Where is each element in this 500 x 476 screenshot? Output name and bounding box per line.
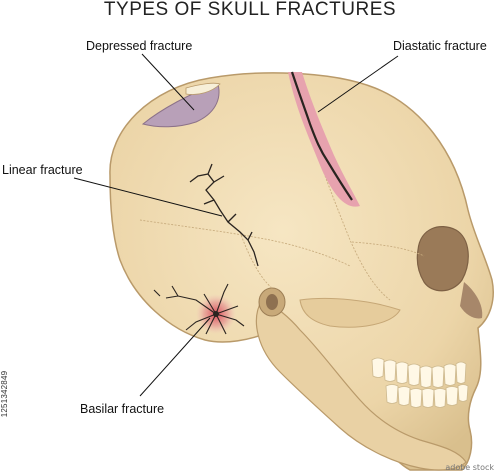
stock-id: 1251342849 xyxy=(0,370,9,418)
mandible xyxy=(255,299,467,471)
leader-lines xyxy=(73,53,399,397)
diastatic-fracture-glow xyxy=(288,72,360,207)
eye-orbit xyxy=(416,226,469,292)
lower-teeth xyxy=(385,384,469,408)
basilar-fracture xyxy=(153,283,245,335)
page-title: TYPES OF SKULL FRACTURES xyxy=(103,0,397,20)
depressed-fracture xyxy=(141,83,220,128)
diastatic-fracture-line xyxy=(290,71,353,201)
leader-diastatic xyxy=(317,55,399,113)
nasal-cavity xyxy=(460,282,483,319)
zygomatic-arch xyxy=(299,297,401,328)
leader-basilar xyxy=(139,317,211,397)
diastatic-fracture-label: Diastatic fracture xyxy=(393,39,487,53)
basilar-fracture-label: Basilar fracture xyxy=(80,402,165,416)
upper-teeth xyxy=(371,357,467,388)
leader-linear xyxy=(73,177,223,217)
linear-fracture xyxy=(189,163,259,267)
watermark: adobe stock xyxy=(445,463,494,472)
linear-fracture-label: Linear fracture xyxy=(2,163,83,177)
leader-depressed xyxy=(141,53,195,111)
depressed-fracture-label: Depressed fracture xyxy=(86,39,193,53)
